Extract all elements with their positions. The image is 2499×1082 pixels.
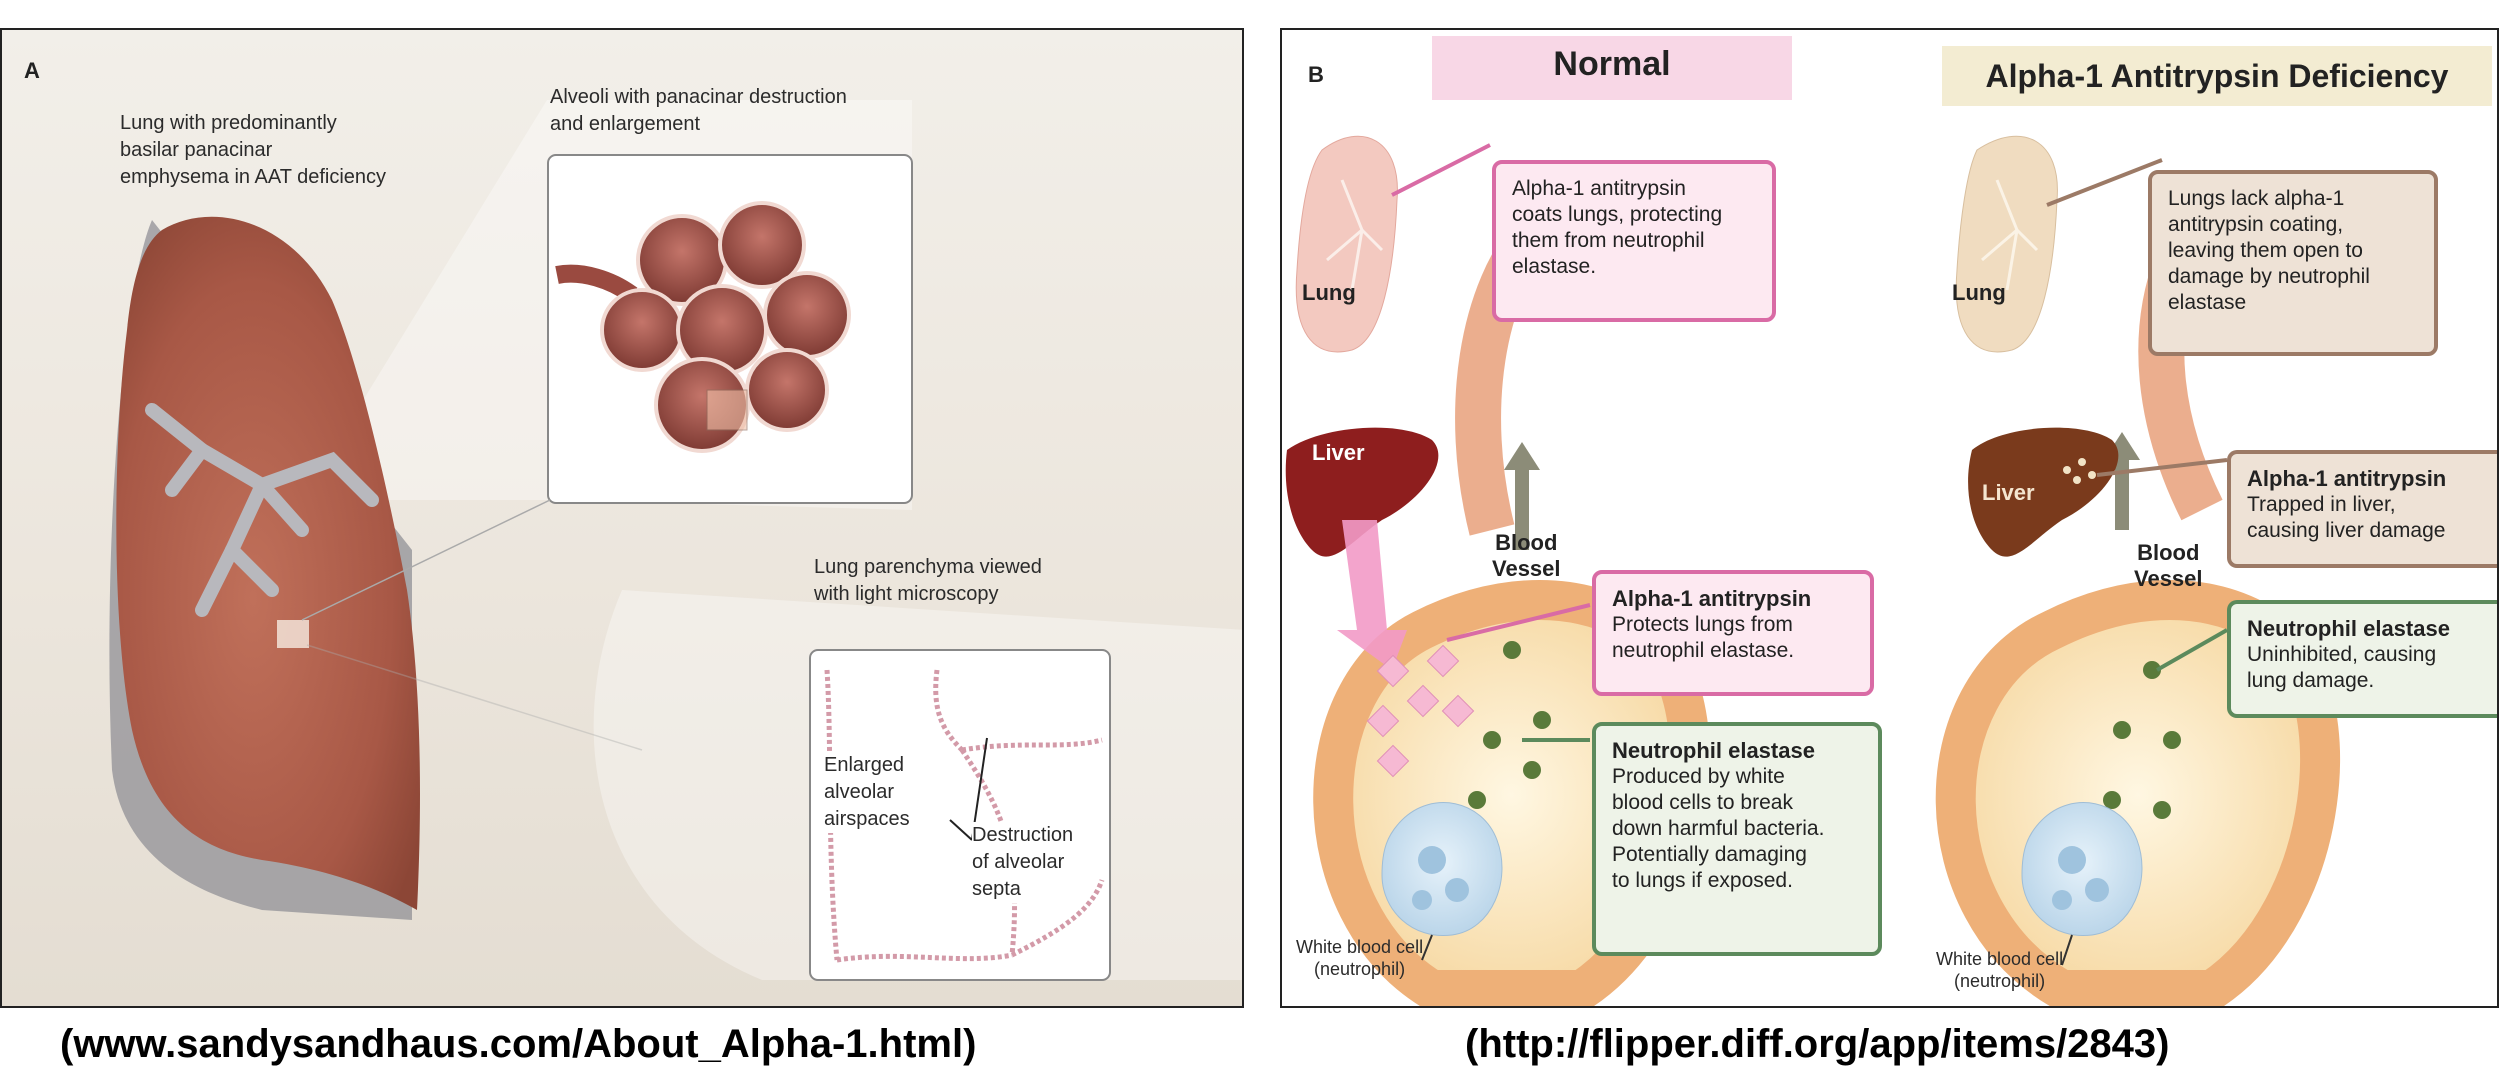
deficiency-ne-box-line-1: Uninhibited, causing — [2247, 642, 2485, 668]
panel-b-label: B — [1308, 62, 1324, 88]
normal-ne-box-title: Neutrophil elastase — [1612, 738, 1862, 764]
lung-annotation-line-1: Lung with predominantly — [120, 110, 386, 137]
deficiency-vessel-label-line-2: Vessel — [2134, 566, 2203, 592]
panel-b: B Normal Alpha-1 Antitrypsin Deficiency … — [1280, 28, 2499, 1008]
deficiency-wbc-label-line-1: White blood cell — [1936, 948, 2063, 970]
normal-wbc-label-line-2: (neutrophil) — [1296, 958, 1423, 980]
normal-ne-box-line-4: Potentially damaging — [1612, 842, 1862, 868]
septa-line-3: septa — [972, 876, 1073, 903]
septa-annotation: Destruction of alveolar septa — [972, 822, 1073, 903]
airspaces-line-1: Enlarged — [824, 752, 910, 779]
normal-ne-box: Neutrophil elastase Produced by white bl… — [1592, 722, 1882, 956]
lung-annotation: Lung with predominantly basilar panacina… — [120, 110, 386, 191]
deficiency-lung-label: Lung — [1952, 280, 2006, 306]
deficiency-vessel-label: Blood Vessel — [2134, 540, 2203, 592]
normal-vessel-label: Blood Vessel — [1492, 530, 1561, 582]
deficiency-liver-label: Liver — [1982, 480, 2035, 506]
deficiency-lung-box: Lungs lack alpha-1 antitrypsin coating, … — [2148, 170, 2438, 356]
deficiency-lung — [1956, 136, 2057, 352]
airspaces-line-3: airspaces — [824, 806, 910, 833]
deficiency-lung-box-line-3: leaving them open to — [2168, 238, 2418, 264]
airspaces-line-2: alveolar — [824, 779, 910, 806]
deficiency-wbc-label: White blood cell (neutrophil) — [1936, 948, 2063, 992]
panel-a-source-caption: (www.sandysandhaus.com/About_Alpha-1.htm… — [60, 1022, 976, 1067]
panel-a: A Lung with predominantly basilar panaci… — [0, 28, 1244, 1008]
normal-wbc-label: White blood cell (neutrophil) — [1296, 936, 1423, 980]
lung-annotation-line-3: emphysema in AAT deficiency — [120, 164, 386, 191]
deficiency-aat-box: Alpha-1 antitrypsin Trapped in liver, ca… — [2227, 450, 2499, 568]
normal-aat-box-title: Alpha-1 antitrypsin — [1612, 586, 1854, 612]
lung-annotation-line-2: basilar panacinar — [120, 137, 386, 164]
normal-lung-box-line-2: coats lungs, protecting — [1512, 202, 1756, 228]
normal-aat-box-line-1: Protects lungs from — [1612, 612, 1854, 638]
deficiency-ne-box-title: Neutrophil elastase — [2247, 616, 2485, 642]
deficiency-lung-box-line-1: Lungs lack alpha-1 — [2168, 186, 2418, 212]
normal-ne-box-line-5: to lungs if exposed. — [1612, 868, 1862, 894]
normal-lung-box-line-1: Alpha-1 antitrypsin — [1512, 176, 1756, 202]
normal-header: Normal — [1432, 36, 1792, 100]
normal-wbc-label-line-1: White blood cell — [1296, 936, 1423, 958]
deficiency-lung-box-line-4: damage by neutrophil — [2168, 264, 2418, 290]
normal-vessel-label-line-1: Blood — [1492, 530, 1561, 556]
parenchyma-annotation-line-1: Lung parenchyma viewed — [814, 554, 1042, 581]
normal-aat-box-line-2: neutrophil elastase. — [1612, 638, 1854, 664]
deficiency-ne-box: Neutrophil elastase Uninhibited, causing… — [2227, 600, 2499, 718]
normal-lung-box: Alpha-1 antitrypsin coats lungs, protect… — [1492, 160, 1776, 322]
alveoli-annotation-line-1: Alveoli with panacinar destruction — [550, 84, 847, 111]
normal-lung-box-line-4: elastase. — [1512, 254, 1756, 280]
normal-ne-box-line-1: Produced by white — [1612, 764, 1862, 790]
deficiency-lung-box-line-5: elastase — [2168, 290, 2418, 316]
alveoli-annotation-line-2: and enlargement — [550, 111, 847, 138]
panel-a-label: A — [24, 58, 40, 84]
normal-ne-box-line-2: blood cells to break — [1612, 790, 1862, 816]
normal-ne-box-line-3: down harmful bacteria. — [1612, 816, 1862, 842]
deficiency-vessel-label-line-1: Blood — [2134, 540, 2203, 566]
normal-liver-label: Liver — [1312, 440, 1365, 466]
deficiency-wbc-label-line-2: (neutrophil) — [1936, 970, 2063, 992]
normal-lung-label: Lung — [1302, 280, 1356, 306]
deficiency-aat-box-line-1: Trapped in liver, — [2247, 492, 2485, 518]
parenchyma-annotation-line-2: with light microscopy — [814, 581, 1042, 608]
deficiency-aat-box-title: Alpha-1 antitrypsin — [2247, 466, 2485, 492]
septa-line-1: Destruction — [972, 822, 1073, 849]
deficiency-header: Alpha-1 Antitrypsin Deficiency — [1942, 46, 2492, 106]
normal-vessel-label-line-2: Vessel — [1492, 556, 1561, 582]
septa-line-2: of alveolar — [972, 849, 1073, 876]
panel-b-source-caption: (http://flipper.diff.org/app/items/2843) — [1465, 1022, 2170, 1067]
alveoli-annotation: Alveoli with panacinar destruction and e… — [550, 84, 847, 138]
deficiency-lung-box-line-2: antitrypsin coating, — [2168, 212, 2418, 238]
normal-lung-box-line-3: them from neutrophil — [1512, 228, 1756, 254]
deficiency-ne-box-line-2: lung damage. — [2247, 668, 2485, 694]
airspaces-annotation: Enlarged alveolar airspaces — [824, 752, 910, 833]
deficiency-aat-box-line-2: causing liver damage — [2247, 518, 2485, 544]
normal-aat-box: Alpha-1 antitrypsin Protects lungs from … — [1592, 570, 1874, 696]
parenchyma-annotation: Lung parenchyma viewed with light micros… — [814, 554, 1042, 608]
